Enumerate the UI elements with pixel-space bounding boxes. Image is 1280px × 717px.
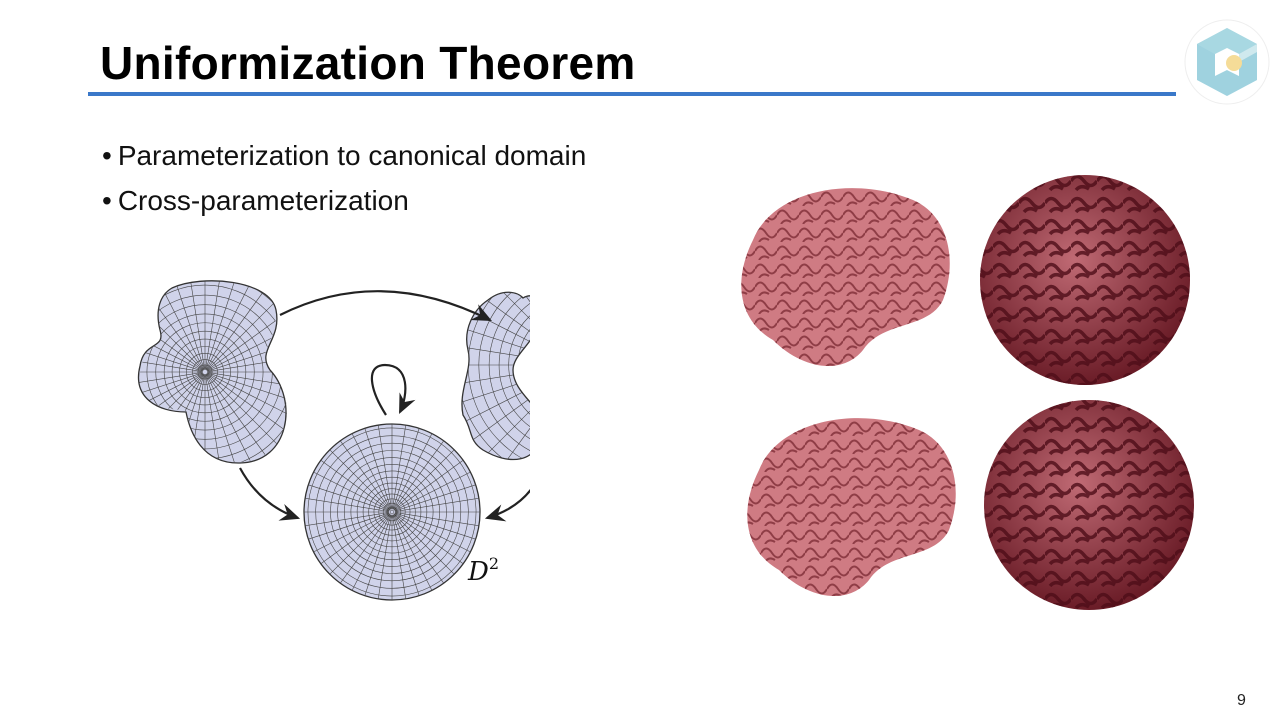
sphere-map-2 (984, 400, 1194, 610)
bullet-list: Parameterization to canonical domain Cro… (102, 138, 586, 228)
arrow-right (484, 488, 530, 522)
arrow-self-loop (370, 363, 416, 416)
title-underline (88, 92, 1176, 96)
slide-title: Uniformization Theorem (100, 37, 636, 89)
sphere-map-1 (980, 175, 1190, 385)
grid-disc (304, 424, 480, 600)
page-number: 9 (1237, 692, 1246, 709)
bullet-item: Parameterization to canonical domain (102, 138, 586, 183)
arrow-left (239, 467, 301, 521)
uniformization-diagram: D2 (137, 280, 530, 601)
bullet-item: Cross-parameterization (102, 183, 586, 228)
logo-icon (1184, 19, 1270, 105)
arrow-top (279, 290, 492, 321)
brain-surface-2 (747, 418, 956, 597)
domain-right (461, 291, 530, 461)
brain-images (741, 175, 1194, 610)
disc-label: D2 (467, 554, 499, 587)
brain-surface-1 (741, 188, 950, 367)
